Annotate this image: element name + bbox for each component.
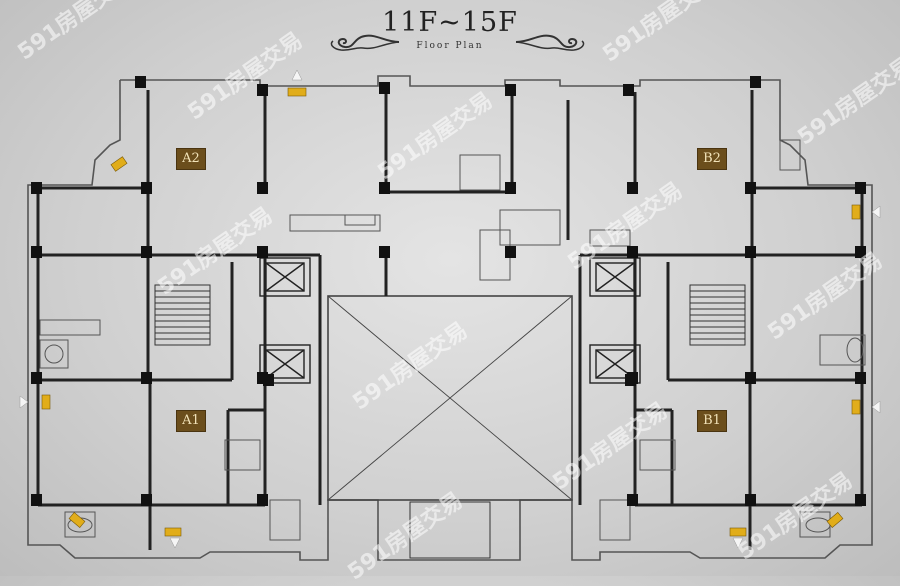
structural-column xyxy=(31,182,42,194)
structural-column xyxy=(263,374,274,386)
structural-column xyxy=(141,372,152,384)
structural-column xyxy=(505,246,516,258)
structural-columns xyxy=(31,76,866,506)
unit-label-b1: B1 xyxy=(697,410,727,432)
structural-column xyxy=(625,374,636,386)
entry-markers xyxy=(41,87,861,537)
title-block: 11F~15F Floor Plan xyxy=(0,7,900,52)
unit-label-a1: A1 xyxy=(176,410,206,432)
structural-column xyxy=(750,76,761,88)
structural-column xyxy=(855,182,866,194)
structural-column xyxy=(505,84,516,96)
structural-column xyxy=(141,246,152,258)
structural-column xyxy=(745,182,756,194)
structural-column xyxy=(745,372,756,384)
structural-column xyxy=(257,372,268,384)
structural-column xyxy=(257,182,268,194)
structural-column xyxy=(31,372,42,384)
unit-label-a2: A2 xyxy=(176,148,206,170)
structural-column xyxy=(257,494,268,506)
structural-column xyxy=(745,494,756,506)
structural-column xyxy=(141,494,152,506)
page-subtitle: Floor Plan xyxy=(416,41,484,51)
structural-column xyxy=(31,246,42,258)
entry-arrows xyxy=(19,69,881,549)
structural-column xyxy=(855,372,866,384)
structural-column xyxy=(505,182,516,194)
structural-column xyxy=(627,494,638,506)
structural-column xyxy=(141,182,152,194)
structural-column xyxy=(745,246,756,258)
page-title: 11F~15F xyxy=(382,7,518,38)
structural-column xyxy=(379,82,390,94)
structural-column xyxy=(257,246,268,258)
left-ornament-icon xyxy=(330,34,400,51)
structural-column xyxy=(627,182,638,194)
structural-column xyxy=(379,246,390,258)
elevator-shafts xyxy=(259,257,641,384)
structural-column xyxy=(31,494,42,506)
unit-label-b2: B2 xyxy=(697,148,727,170)
stairwells xyxy=(154,284,746,559)
structural-column xyxy=(257,84,268,96)
structural-column xyxy=(627,246,638,258)
structural-column xyxy=(135,76,146,88)
atrium-void xyxy=(327,295,573,501)
right-ornament-icon xyxy=(515,34,585,51)
structural-column xyxy=(855,246,866,258)
structural-column xyxy=(855,494,866,506)
structural-column xyxy=(623,84,634,96)
structural-column xyxy=(379,182,390,194)
